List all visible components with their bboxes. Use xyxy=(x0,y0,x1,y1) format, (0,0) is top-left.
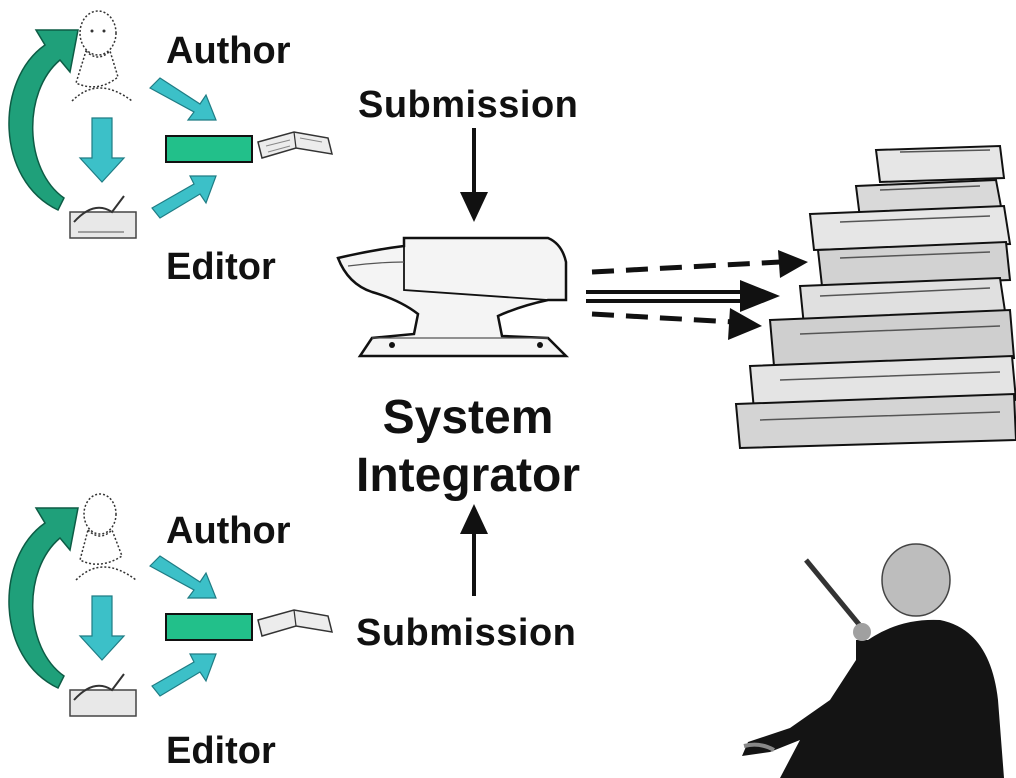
top-down-arrow xyxy=(78,117,126,183)
top-document-bar xyxy=(165,135,253,163)
open-book-icon xyxy=(257,131,334,159)
bottom-document-bar xyxy=(165,613,253,641)
top-submission-arrow xyxy=(460,128,488,222)
output-arrows xyxy=(586,250,808,340)
top-submission-label: Submission xyxy=(358,84,579,126)
dashed-arrow-upper xyxy=(591,259,781,275)
system-integrator-label-line2: Integrator xyxy=(355,449,580,502)
top-author-to-doc-arrow xyxy=(149,77,217,121)
top-author-label: Author xyxy=(166,30,291,72)
editor-hand-icon xyxy=(69,673,137,717)
bottom-author-to-doc-arrow xyxy=(149,555,217,599)
bottom-author-editor-group xyxy=(8,493,334,717)
editor-hand-icon xyxy=(69,195,137,239)
bottom-down-arrow xyxy=(78,595,126,661)
author-sketch-icon xyxy=(71,10,133,102)
bottom-editor-to-doc-arrow xyxy=(151,653,217,697)
bottom-cycle-arrow xyxy=(8,507,79,689)
bottom-author-label: Author xyxy=(166,510,291,552)
bottom-editor-label: Editor xyxy=(166,730,276,772)
dashed-arrow-lower xyxy=(591,311,735,325)
top-editor-label: Editor xyxy=(166,246,276,288)
open-book-icon xyxy=(257,609,334,637)
bottom-submission-label: Submission xyxy=(356,612,577,654)
top-cycle-arrow xyxy=(8,29,79,211)
anvil-icon xyxy=(336,236,570,358)
author-sketch-icon xyxy=(75,493,137,581)
book-stack-icon xyxy=(734,144,1016,450)
bottom-submission-arrow xyxy=(460,504,488,596)
top-editor-to-doc-arrow xyxy=(151,175,217,219)
conductor-figure-icon xyxy=(742,543,1004,778)
system-integrator-label-line1: System xyxy=(382,391,554,444)
top-author-editor-group xyxy=(8,10,334,239)
